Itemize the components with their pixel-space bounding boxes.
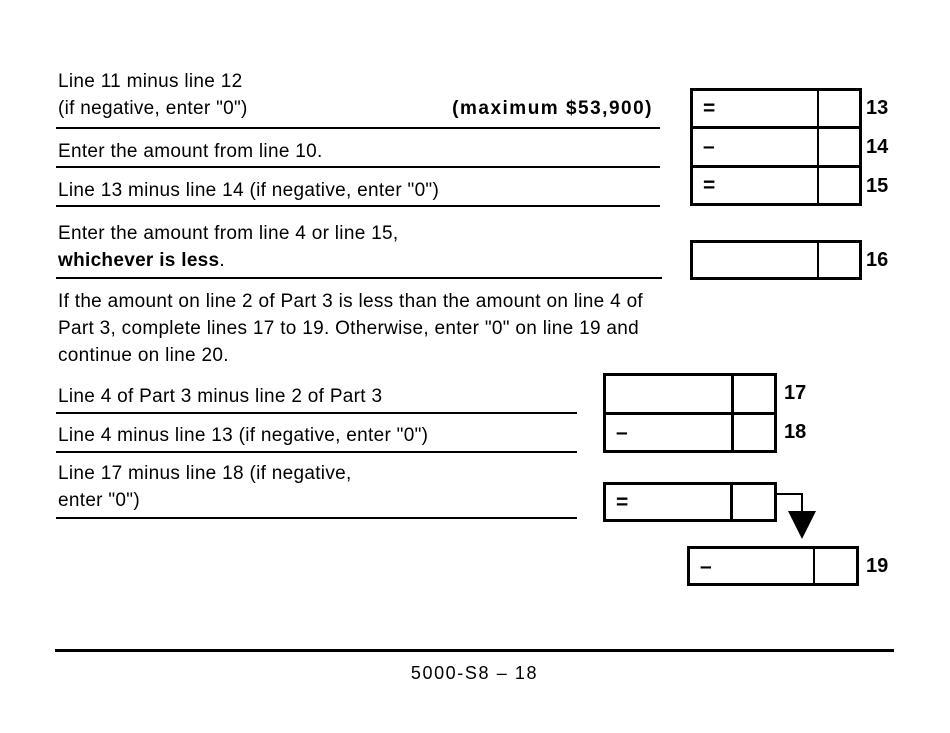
row17-label: Line 4 of Part 3 minus line 2 of Part 3	[58, 386, 383, 407]
instruction-line2: Part 3, complete lines 17 to 19. Otherwi…	[58, 318, 639, 339]
row14-underline	[56, 166, 660, 168]
row13-label-line2: (if negative, enter "0")	[58, 98, 248, 119]
instruction-line1: If the amount on line 2 of Part 3 is les…	[58, 291, 644, 312]
amount-field-16[interactable]	[693, 243, 817, 277]
amount-row-13: =	[693, 91, 859, 127]
footer-page-code: 5000-S8 – 18	[410, 663, 539, 683]
amount-row-15: =	[693, 164, 859, 203]
line-number-17: 17	[784, 382, 807, 404]
amount-field-14[interactable]: –	[693, 129, 817, 164]
amount-field-19[interactable]: –	[690, 549, 813, 583]
amount-field-15[interactable]: =	[693, 168, 817, 203]
amount-row-19: –	[690, 549, 856, 583]
amount-field-13[interactable]: =	[693, 91, 817, 126]
row18-underline	[56, 451, 577, 453]
cents-field-19[interactable]	[813, 549, 856, 583]
amount-box-19: –	[687, 546, 859, 586]
equals-operator: =	[616, 490, 629, 514]
row13-label-line1: Line 11 minus line 12	[58, 71, 243, 92]
minus-operator: –	[616, 420, 628, 444]
result-amount-field[interactable]: =	[606, 485, 730, 519]
equals-operator: =	[703, 173, 716, 197]
amount-row-16	[693, 243, 859, 277]
row13-underline	[56, 127, 660, 129]
result-cents-field[interactable]	[730, 485, 774, 519]
line-number-16: 16	[866, 249, 889, 271]
row17-underline	[56, 412, 577, 414]
arrow-head	[788, 511, 816, 539]
cents-field-17[interactable]	[731, 376, 774, 412]
row15-label: Line 13 minus line 14 (if negative, ente…	[58, 180, 440, 201]
minus-operator: –	[700, 554, 712, 578]
line-number-18: 18	[784, 421, 807, 443]
cents-field-14[interactable]	[817, 129, 859, 165]
instruction-line3: continue on line 20.	[58, 345, 229, 366]
amount-boxes-13-15: = – =	[690, 88, 862, 206]
amount-field-18[interactable]: –	[606, 415, 731, 451]
row16-label-bold: whichever is less	[58, 250, 220, 271]
line-number-13: 13	[866, 97, 889, 119]
row16-label-line1: Enter the amount from line 4 or line 15,	[58, 223, 399, 244]
cents-field-15[interactable]	[817, 167, 859, 203]
row16-label-suffix: .	[219, 250, 226, 271]
row19-label-line2: enter "0")	[58, 490, 140, 511]
row19-underline	[56, 517, 577, 519]
row16-underline	[56, 277, 662, 279]
arrow-vertical-segment	[801, 493, 803, 513]
amount-row-18: –	[606, 411, 774, 451]
footer-rule	[55, 649, 894, 652]
cents-field-13[interactable]	[817, 91, 859, 127]
result-row: =	[606, 485, 774, 519]
cents-field-18[interactable]	[731, 414, 774, 450]
row18-label: Line 4 minus line 13 (if negative, enter…	[58, 425, 429, 446]
row15-underline	[56, 205, 660, 207]
result-box-17-minus-18: =	[603, 482, 777, 522]
amount-row-17	[606, 376, 774, 412]
line-number-14: 14	[866, 136, 889, 158]
row19-label-line1: Line 17 minus line 18 (if negative,	[58, 463, 352, 484]
minus-operator: –	[703, 135, 715, 159]
amount-box-16	[690, 240, 862, 280]
row14-label: Enter the amount from line 10.	[58, 141, 323, 162]
line-number-19: 19	[866, 555, 889, 577]
row16-label-line2: whichever is less.	[58, 247, 225, 274]
amount-row-14: –	[693, 126, 859, 165]
cents-field-16[interactable]	[817, 243, 859, 277]
arrow-horizontal-segment	[777, 493, 803, 495]
amount-boxes-17-18: –	[603, 373, 777, 453]
equals-operator: =	[703, 97, 716, 121]
line-number-15: 15	[866, 175, 889, 197]
row13-maximum-note: (maximum $53,900)	[452, 98, 653, 119]
amount-field-17[interactable]	[606, 376, 731, 412]
